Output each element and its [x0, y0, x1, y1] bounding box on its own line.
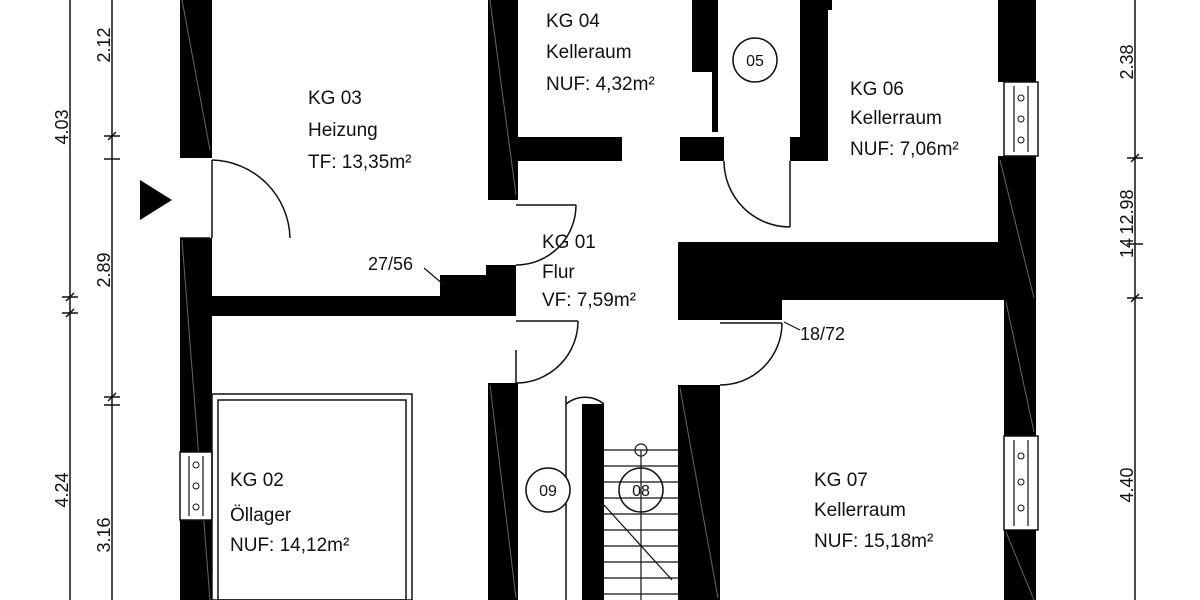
window-kg02 [179, 451, 213, 521]
marker-08-label: 08 [632, 483, 650, 500]
left-dimension-lines [62, 0, 120, 600]
room-kg06: KG 06 Kellerraum NUF: 7,06m² [850, 79, 959, 160]
room-kg01-name: Flur [542, 262, 575, 283]
dim-right-small: 14 [1117, 238, 1137, 258]
room-kg01: KG 01 Flur VF: 7,59m² [542, 232, 636, 311]
dim-left-outer-3: 4.24 [52, 472, 72, 507]
marker-09: 09 [525, 467, 571, 513]
room-kg07: KG 07 Kellerraum NUF: 15,18m² [814, 470, 933, 552]
walls [180, 0, 1036, 600]
room-kg03: KG 03 Heizung TF: 13,35m² [308, 88, 411, 173]
room-kg07-area: NUF: 15,18m² [814, 531, 933, 552]
window-kg06 [1003, 81, 1039, 157]
room-kg01-area: VF: 7,59m² [542, 290, 636, 311]
dim-right-2: 12.98 [1117, 189, 1137, 234]
room-kg07-id: KG 07 [814, 470, 868, 491]
window-kg07 [1003, 435, 1039, 531]
room-kg04: KG 04 Kelleraum NUF: 4,32m² [546, 11, 655, 95]
room-kg02-area: NUF: 14,12m² [230, 535, 349, 556]
door-label-18-72-leader [783, 321, 801, 331]
dim-left-outer-2: 2.89 [94, 252, 114, 287]
oil-tank-frame [211, 393, 413, 600]
room-kg01-id: KG 01 [542, 232, 596, 253]
dim-right-1: 2.38 [1117, 44, 1137, 79]
room-kg06-name: Kellerraum [850, 108, 942, 129]
room-kg04-id: KG 04 [546, 11, 600, 32]
door-label-27-56-leader [423, 267, 445, 286]
marker-05: 05 [732, 37, 778, 83]
marker-09-label: 09 [539, 483, 557, 500]
entry-arrow-icon [140, 180, 172, 220]
room-kg03-area: TF: 13,35m² [308, 152, 411, 173]
room-kg04-name: Kelleraum [546, 42, 632, 63]
dim-left-inner-2: 3.16 [94, 517, 114, 552]
room-kg06-id: KG 06 [850, 79, 904, 100]
door-label-18-72: 18/72 [800, 324, 845, 344]
marker-08: 08 [618, 467, 664, 513]
dim-left-inner-1: 2.12 [94, 27, 114, 62]
dim-right-3: 4.40 [1117, 467, 1137, 502]
room-kg02: KG 02 Öllager NUF: 14,12m² [230, 470, 349, 556]
right-dimension-lines [1127, 0, 1143, 600]
stairs [603, 443, 678, 600]
wall-hatching [181, 0, 1035, 600]
door-label-27-56: 27/56 [368, 254, 413, 274]
room-kg03-name: Heizung [308, 120, 378, 141]
room-kg02-id: KG 02 [230, 470, 284, 491]
room-kg03-id: KG 03 [308, 88, 362, 109]
marker-05-label: 05 [746, 53, 764, 70]
dim-left-outer-1: 4.03 [52, 109, 72, 144]
room-kg06-area: NUF: 7,06m² [850, 139, 959, 160]
room-kg02-name: Öllager [230, 505, 292, 526]
room-kg07-name: Kellerraum [814, 500, 906, 521]
room-kg04-area: NUF: 4,32m² [546, 74, 655, 95]
